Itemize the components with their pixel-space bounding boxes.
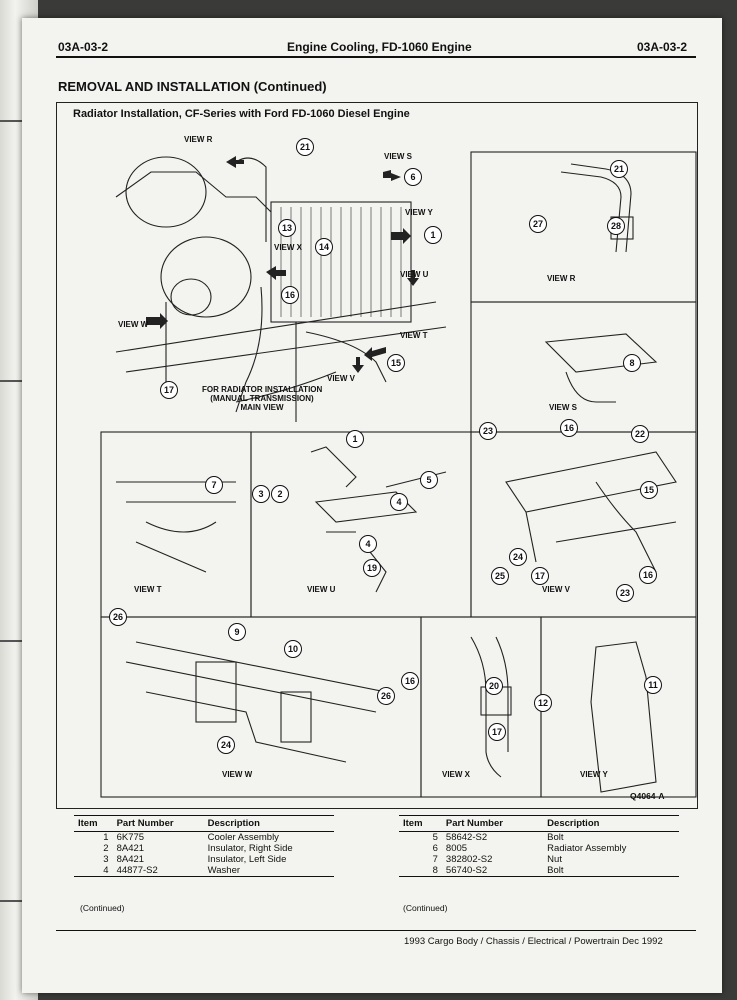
callout: 16 bbox=[639, 566, 657, 584]
callout: 4 bbox=[390, 493, 408, 511]
callout: 17 bbox=[160, 381, 178, 399]
callout: 15 bbox=[387, 354, 405, 372]
table-header-item: Item bbox=[399, 815, 442, 832]
manual-page: 03A-03-2 Engine Cooling, FD-1060 Engine … bbox=[22, 18, 722, 993]
table-header-description: Description bbox=[203, 815, 334, 832]
callout: 24 bbox=[509, 548, 527, 566]
figure-drawings bbox=[100, 151, 697, 798]
callout: 16 bbox=[281, 286, 299, 304]
callout: 16 bbox=[401, 672, 419, 690]
callout: 2 bbox=[271, 485, 289, 503]
table-header-description: Description bbox=[543, 815, 679, 832]
table-continued-right: (Continued) bbox=[403, 903, 448, 913]
callout: 25 bbox=[491, 567, 509, 585]
callout: 27 bbox=[529, 215, 547, 233]
view-t-arrow-label: VIEW T bbox=[400, 331, 428, 340]
callout: 8 bbox=[623, 354, 641, 372]
main-caption-3: MAIN VIEW bbox=[240, 403, 284, 412]
section-title: REMOVAL AND INSTALLATION (Continued) bbox=[58, 79, 327, 94]
footer-publication: 1993 Cargo Body / Chassis / Electrical /… bbox=[404, 936, 663, 947]
callout: 24 bbox=[217, 736, 235, 754]
callout: 7 bbox=[205, 476, 223, 494]
view-x-arrow-label: VIEW X bbox=[274, 243, 303, 252]
callout: 26 bbox=[377, 687, 395, 705]
callout: 11 bbox=[644, 676, 662, 694]
section-number-left: 03A-03-2 bbox=[58, 40, 109, 54]
callout: 17 bbox=[531, 567, 549, 585]
callout: 5 bbox=[420, 471, 438, 489]
figure-title: Radiator Installation, CF-Series with Fo… bbox=[73, 108, 410, 120]
main-caption-2: (MANUAL TRANSMISSION) bbox=[210, 394, 314, 403]
figure-frame bbox=[56, 102, 698, 809]
view-r-arrow-label: VIEW R bbox=[184, 135, 213, 144]
callout: 13 bbox=[278, 219, 296, 237]
callout: 20 bbox=[485, 677, 503, 695]
view-u-caption: VIEW U bbox=[307, 585, 336, 594]
view-y-caption: VIEW Y bbox=[580, 770, 608, 779]
view-t-caption: VIEW T bbox=[134, 585, 162, 594]
callout: 1 bbox=[424, 226, 442, 244]
callout: 4 bbox=[359, 535, 377, 553]
callout: 17 bbox=[488, 723, 506, 741]
callout: 23 bbox=[616, 584, 634, 602]
main-view-drawing bbox=[115, 156, 447, 422]
view-u-arrow-label: VIEW U bbox=[400, 270, 429, 279]
callout: 14 bbox=[315, 238, 333, 256]
callout: 26 bbox=[109, 608, 127, 626]
header-rule bbox=[56, 56, 696, 58]
view-s-caption: VIEW S bbox=[549, 403, 578, 412]
callout: 21 bbox=[610, 160, 628, 178]
callout: 28 bbox=[607, 217, 625, 235]
callout: 23 bbox=[479, 422, 497, 440]
callout: 6 bbox=[404, 168, 422, 186]
figure-id: Q4064-A bbox=[630, 791, 665, 801]
callout: 12 bbox=[534, 694, 552, 712]
callout: 22 bbox=[631, 425, 649, 443]
page-title: Engine Cooling, FD-1060 Engine bbox=[287, 40, 472, 54]
table-header-part-number: Part Number bbox=[441, 815, 544, 832]
view-w-arrow-label: VIEW W bbox=[118, 320, 149, 329]
callout: 19 bbox=[363, 559, 381, 577]
callout: 16 bbox=[560, 419, 578, 437]
callout: 15 bbox=[640, 481, 658, 499]
section-number-right: 03A-03-2 bbox=[637, 40, 688, 54]
view-v-caption: VIEW V bbox=[542, 585, 571, 594]
callout: 1 bbox=[346, 430, 364, 448]
callout: 3 bbox=[252, 485, 270, 503]
table-header-item: Item bbox=[74, 815, 113, 832]
main-caption-1: FOR RADIATOR INSTALLATION bbox=[202, 385, 323, 394]
view-s-arrow-label: VIEW S bbox=[384, 152, 413, 161]
view-r-caption: VIEW R bbox=[547, 274, 576, 283]
table-continued-left: (Continued) bbox=[80, 903, 125, 913]
callout: 10 bbox=[284, 640, 302, 658]
view-y-arrow-label: VIEW Y bbox=[405, 208, 433, 217]
view-v-arrow-label: VIEW V bbox=[327, 374, 356, 383]
table-header-part-number: Part Number bbox=[112, 815, 204, 832]
callout: 9 bbox=[228, 623, 246, 641]
callout: 21 bbox=[296, 138, 314, 156]
footer-rule bbox=[56, 930, 696, 931]
view-w-caption: VIEW W bbox=[222, 770, 253, 779]
view-x-caption: VIEW X bbox=[442, 770, 471, 779]
